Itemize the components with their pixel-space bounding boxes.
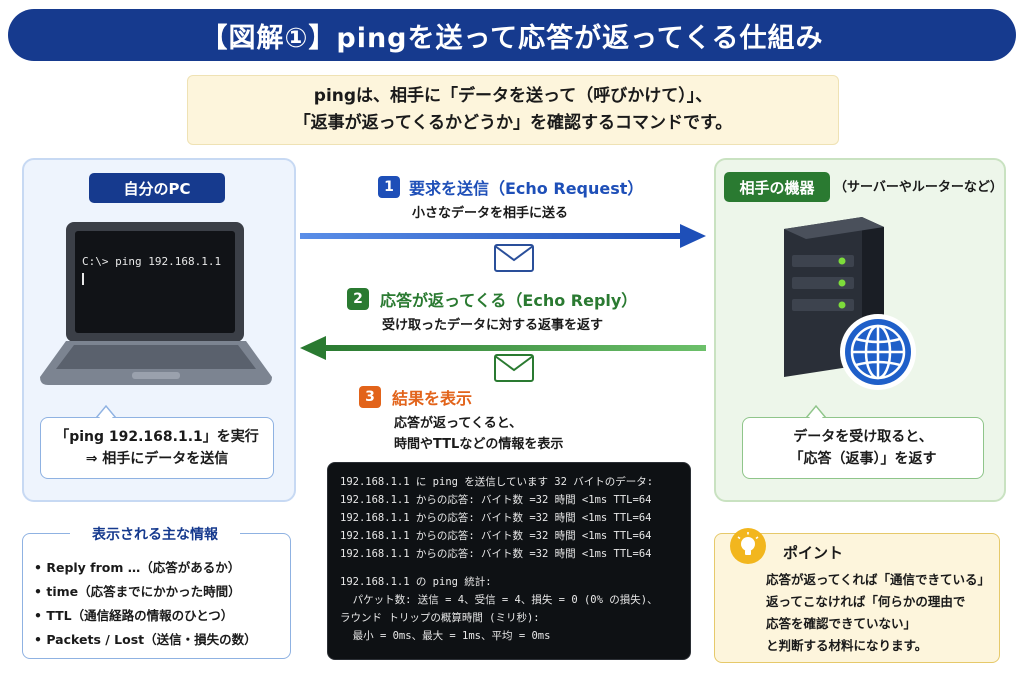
info-box (22, 533, 291, 659)
title-banner: 【図解①】pingを送って応答が返ってくる仕組み (8, 9, 1016, 61)
info-item: • Packets / Lost（送信・損失の数） (34, 632, 257, 647)
laptop-base (40, 341, 272, 385)
terminal-line: 192.168.1.1 に ping を送信しています 32 バイトのデータ: (340, 476, 654, 488)
pc-tag: 自分のPC (89, 173, 225, 203)
server-bubble-line-1: データを受け取ると、 (793, 429, 933, 445)
terminal-line: パケット数: 送信 = 4、受信 = 4、損失 = 0 (0% の損失)、 (340, 594, 658, 606)
pc-bubble: 「ping 192.168.1.1」を実行 ⇒ 相手にデータを送信 (40, 417, 274, 479)
server-tag-note: （サーバーやルーターなど） (834, 180, 1003, 195)
pc-bubble-line-1: 「ping 192.168.1.1」を実行 (55, 429, 259, 445)
step-2-title: 応答が返ってくる（Echo Reply） (380, 291, 638, 310)
point-line: 応答が返ってくれば「通信できている」 (766, 572, 991, 587)
terminal-line: ラウンド トリップの概算時間 (ミリ秒): (340, 612, 540, 624)
globe-icon (840, 314, 916, 390)
info-title: 表示される主な情報 (70, 524, 240, 544)
terminal-line: 192.168.1.1 からの応答: バイト数 =32 時間 <1ms TTL=… (340, 530, 652, 542)
point-line: と判断する材料になります。 (766, 638, 928, 653)
envelope-icon (494, 244, 534, 272)
server-tag: 相手の機器 (724, 172, 830, 202)
terminal-line: 192.168.1.1 の ping 統計: (340, 576, 492, 588)
terminal-cursor (82, 273, 84, 285)
lightbulb-icon (730, 528, 766, 564)
step-2-number: 2 (347, 288, 369, 310)
step-3-description-line-2: 時間やTTLなどの情報を表示 (394, 437, 564, 452)
intro-line-1: pingは、相手に「データを送って（呼びかけて）」、 (313, 86, 713, 106)
pc-bubble-line-2: ⇒ 相手にデータを送信 (85, 451, 229, 467)
laptop-display (75, 231, 235, 333)
server-bubble: データを受け取ると、 「応答（返事）」を返す (742, 417, 984, 479)
server-bubble-pointer-cover (807, 410, 825, 420)
envelope-icon (494, 354, 534, 382)
info-item: • TTL（通信経路の情報のひとつ） (34, 608, 234, 623)
intro-line-2: 「返事が返ってくるかどうか」を確認するコマンドです。 (293, 113, 733, 133)
laptop-terminal-command: C:\> ping 192.168.1.1 (82, 255, 222, 268)
step-1-number: 1 (378, 176, 400, 198)
terminal-line: 192.168.1.1 からの応答: バイト数 =32 時間 <1ms TTL=… (340, 548, 652, 560)
step-3-description-line-1: 応答が返ってくると、 (394, 416, 523, 431)
info-item: • time（応答までにかかった時間） (34, 584, 241, 599)
point-line: 応答を確認できていない」 (766, 616, 917, 631)
step-3-number: 3 (359, 386, 381, 408)
point-line: 返ってこなければ「何らかの理由で (766, 594, 966, 609)
page-title: 【図解①】pingを送って応答が返ってくる仕組み (200, 22, 824, 54)
step-2-description: 受け取ったデータに対する返事を返す (382, 318, 604, 333)
pc-bubble-pointer-cover (97, 410, 115, 420)
reply-arrow (300, 336, 706, 360)
intro-box: pingは、相手に「データを送って（呼びかけて）」、 「返事が返ってくるかどうか… (187, 75, 839, 145)
terminal-line: 192.168.1.1 からの応答: バイト数 =32 時間 <1ms TTL=… (340, 512, 652, 524)
terminal-line: 192.168.1.1 からの応答: バイト数 =32 時間 <1ms TTL=… (340, 494, 652, 506)
request-arrow (300, 224, 706, 248)
server-bubble-line-2: 「応答（返事）」を返す (789, 451, 937, 467)
info-item: • Reply from …（応答があるか） (34, 560, 241, 575)
terminal-output: 192.168.1.1 に ping を送信しています 32 バイトのデータ: … (327, 462, 691, 660)
terminal-line: 最小 = 0ms、最大 = 1ms、平均 = 0ms (340, 630, 551, 642)
step-1-description: 小さなデータを相手に送る (412, 206, 569, 221)
step-1-title: 要求を送信（Echo Request） (409, 179, 644, 198)
step-3-title: 結果を表示 (392, 389, 473, 408)
point-title: ポイント (783, 544, 844, 562)
